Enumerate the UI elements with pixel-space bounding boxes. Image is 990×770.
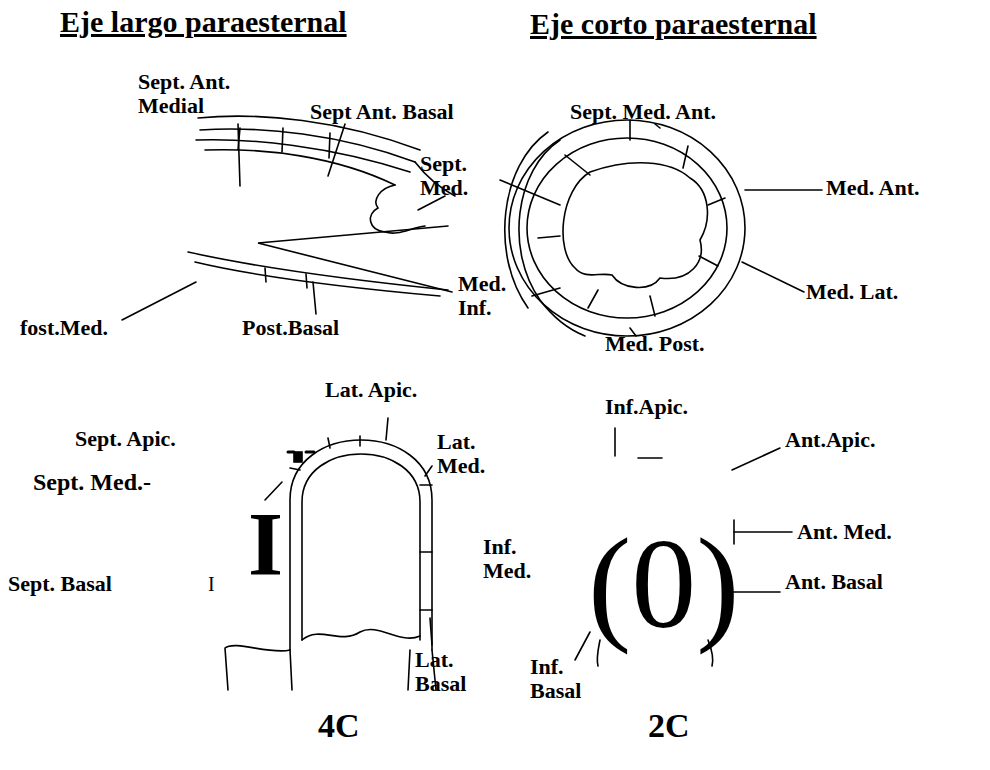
segment-label: Lat. Basal [415,648,490,696]
view-name: 2C [648,708,690,745]
long-axis-view [122,116,560,320]
segment-label: Ant. Basal [785,570,883,594]
segment-label: Sept. Med. Ant. [570,100,716,124]
segment-label: Inf.Apic. [605,395,688,419]
segment-label: Sept Ant. Basal [310,100,454,124]
segment-label: Ant. Med. [797,520,892,544]
segment-label: Med. Lat. [806,280,898,304]
view-heading: Eje largo paraesternal [60,6,347,38]
segment-label: Sept. Basal [8,572,112,596]
segment-label: Lat. Apic. [325,378,417,402]
view-heading: Eje corto paraesternal [530,8,817,40]
segment-label: Sept. Med.- [33,470,151,496]
segment-label: Lat. Med. [437,430,497,478]
segment-label: fost.Med. [20,316,108,340]
segment-label: Sept. Apic. [75,427,176,451]
view-name: 4C [318,708,360,745]
segment-label: Inf. Med. [483,535,543,583]
segment-label: Ant.Apic. [785,428,875,452]
segment-label: Sept. Ant. Medial [138,70,256,118]
four-chamber-view [225,418,436,690]
segment-label: Med. Inf. [458,272,528,320]
two-chamber-view [575,428,792,666]
septum-marker: I [248,500,283,590]
segment-label: Post.Basal [242,316,339,340]
segment-label: Sept. Med. [420,152,500,200]
septum-marker: I [208,574,215,596]
chamber-symbol: (0) [588,518,740,648]
segment-label: Med. Post. [605,332,705,356]
segment-label: Med. Ant. [826,176,920,200]
short-axis-view [505,120,822,336]
segment-label: Inf. Basal [530,655,602,703]
